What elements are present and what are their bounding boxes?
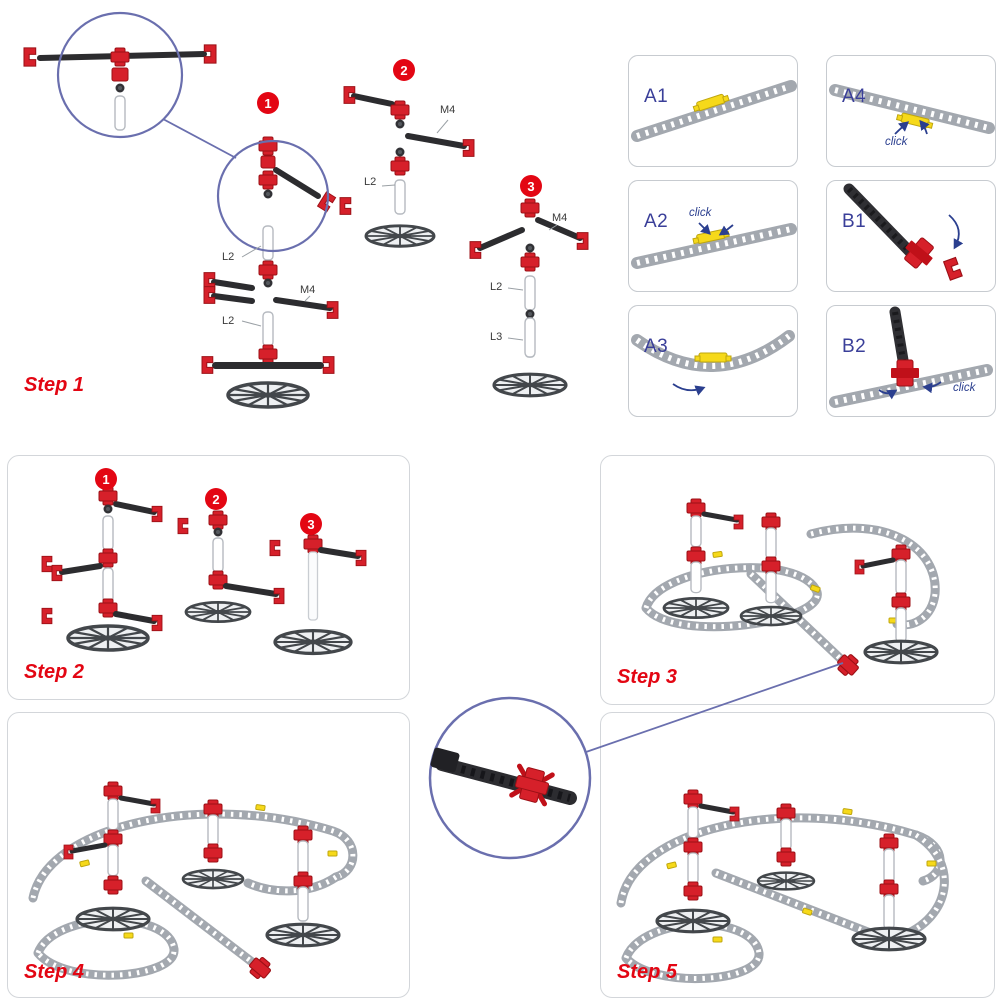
part-label-m4: M4 [552, 212, 568, 224]
step1-illustration [23, 11, 589, 409]
step1-label: Step 1 [24, 374, 85, 396]
detail-label-a3: A3 [644, 336, 669, 357]
leader-lines [241, 119, 558, 341]
part-label-l2: L2 [222, 315, 235, 327]
step-badge-1: 1 [95, 468, 117, 490]
detail-label-a4: A4 [842, 86, 867, 107]
step4-label: Step 4 [24, 961, 85, 983]
part-label-m4: M4 [440, 104, 456, 116]
detail-label-b2: B2 [842, 336, 867, 357]
a4-illustration [829, 84, 995, 135]
a2-illustration [631, 222, 797, 269]
detail-panel-a4: click A4 [826, 55, 996, 167]
tower-3 [469, 198, 589, 398]
step-badge-2: 2 [205, 488, 227, 510]
step5-panel: Step 5 [600, 712, 995, 998]
detail-panel-a3: A3 [628, 305, 798, 417]
tower-1 [63, 781, 161, 932]
step1-assembly-area: 1 2 3 M4 L2 L2 M4 L2 M4 L2 L3 Step 1 [0, 0, 620, 448]
part-label-l2: L2 [364, 176, 377, 188]
part-label-m4: M4 [300, 284, 316, 296]
step4-illustration [28, 781, 358, 983]
tower-2 [343, 86, 475, 248]
step3-panel: Step 3 [600, 455, 995, 705]
track-loops [616, 808, 949, 983]
part-label-l3: L3 [490, 331, 503, 343]
click-annotation: click [689, 207, 712, 219]
part-label-l2: L2 [222, 251, 235, 263]
step4-panel: Step 4 [7, 712, 410, 998]
tower-3 [854, 544, 939, 665]
step2-label: Step 2 [24, 661, 85, 683]
tower-1 [655, 789, 740, 934]
tower-2 [177, 510, 285, 623]
detail-label-b1: B1 [842, 211, 867, 232]
step-badge-3: 3 [300, 513, 322, 535]
b2-illustration [829, 306, 993, 408]
yellow-clip [694, 352, 732, 363]
step3-illustration [641, 498, 940, 680]
magnifier-circle-1 [56, 11, 184, 139]
detail-label-a1: A1 [644, 86, 669, 107]
step2-illustration [41, 486, 367, 656]
magnifier-circle [428, 696, 592, 860]
step5-illustration [616, 789, 949, 983]
step5-label: Step 5 [617, 961, 678, 983]
tower-1 [201, 136, 352, 409]
detail-panel-a2: click A2 [628, 180, 798, 292]
a3-illustration [631, 330, 795, 396]
click-annotation: click [885, 136, 908, 148]
step-badge-3: 3 [520, 175, 542, 197]
step2-panel: 1 2 3 Step 2 [7, 455, 410, 700]
tower-1 [662, 498, 744, 619]
a1-illustration [631, 80, 797, 142]
detail-label-a2: A2 [644, 211, 669, 232]
rail-connector-detail [430, 747, 577, 807]
b1-illustration [843, 183, 964, 281]
yellow-clip [692, 93, 730, 113]
tower-1 [41, 486, 163, 652]
detail-panel-b2: click B2 [826, 305, 996, 417]
red-clamp [904, 237, 934, 269]
rod-cross-assembly [23, 44, 217, 131]
step-badge-2: 2 [393, 59, 415, 81]
part-label-l2: L2 [490, 281, 503, 293]
magnifier-circle-2 [216, 139, 330, 253]
detail-panel-a1: A1 [628, 55, 798, 167]
tower-3 [851, 833, 927, 952]
detail-panel-b1: B1 [826, 180, 996, 292]
step3-label: Step 3 [617, 666, 678, 688]
click-annotation: click [953, 382, 976, 394]
red-clamp [891, 359, 919, 387]
magnifier-link-line [162, 118, 237, 159]
step-badge-1: 1 [257, 92, 279, 114]
tower-3 [269, 534, 367, 656]
